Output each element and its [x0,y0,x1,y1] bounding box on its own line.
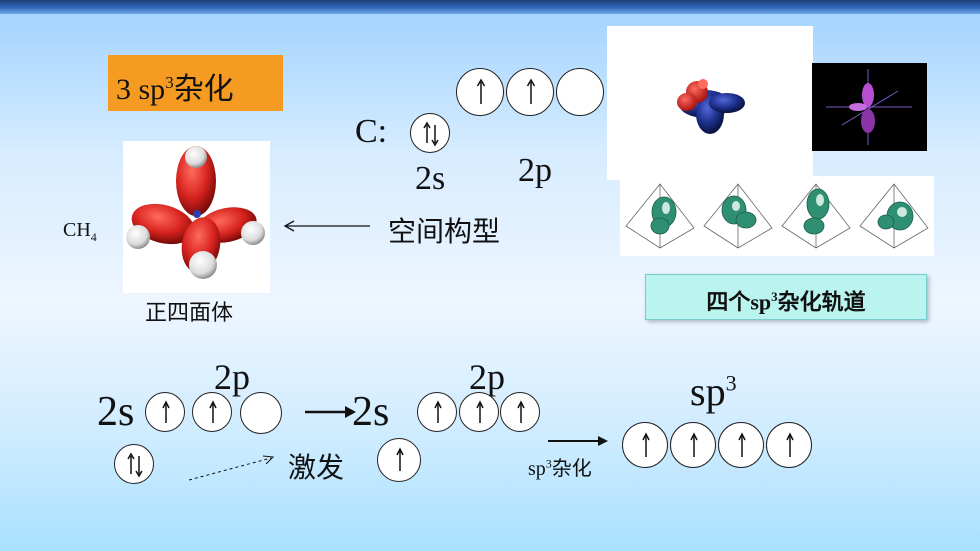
sp3-orbitals-caption: 四个sp3杂化轨道 [645,274,927,320]
hybrid-sup: 3 [545,456,552,471]
right-arrow-icon [548,436,608,446]
methane-model-image [123,141,270,293]
dashed-arrow-icon [188,455,275,481]
up-arrow-icon [209,400,217,423]
hybrid-orbital-model-image [607,26,813,180]
spatial-config-label: 空间构型 [388,217,501,248]
top-banner [0,0,980,14]
methane-molecule-icon [126,146,265,279]
title-sup: 3 [165,73,174,92]
ground-2p-3-empty [240,392,282,434]
orbital-2p-2 [506,68,554,116]
bottom-2p-label-left: 2p [214,357,250,397]
hybridization-label: sp3杂化 [528,452,592,481]
up-arrow-icon [396,447,404,471]
ch4-sub: 4 [90,230,97,244]
sp3-model-icon [677,79,745,134]
sp3-orbital-1 [622,422,668,468]
up-arrow-icon [434,400,442,423]
ch4-base: CH [63,219,91,241]
hybrid-base: sp [528,458,546,480]
up-arrow-icon [642,432,650,457]
excited-2s-single [377,438,421,482]
ground-2s-paired [114,444,154,484]
sp3-orbital-3 [718,422,764,468]
sp3-orbital-4 [766,422,812,468]
up-arrow-icon [690,432,698,457]
ch4-label: CH4 [63,219,97,245]
caption-sup: 3 [771,289,778,304]
up-arrow-icon [476,400,484,423]
section-title: 3 sp3杂化 [108,55,283,111]
up-arrow-icon [786,432,794,457]
top-2s-label: 2s [415,160,446,197]
bottom-2s-label-left: 2s [97,389,135,435]
sp3-sup: 3 [725,370,737,396]
bottom-2s-label-mid: 2s [352,389,390,435]
ch4-caption: 正四面体 [145,300,234,325]
sp3-orbital-2 [670,422,716,468]
carbon-label: C: [355,113,388,150]
orbital-2p-1 [456,68,504,116]
right-arrow-icon [305,406,356,418]
orbital-2p-3-empty [556,68,604,116]
excite-label: 激发 [288,453,345,484]
sp3-label: sp3 [690,368,737,415]
up-down-arrows-icon [423,121,439,147]
orbital-axes-image [812,63,927,151]
sp3-base: sp [690,369,726,414]
up-arrow-icon [476,78,486,104]
orbital-2s-paired [410,113,450,153]
title-suffix: 杂化 [173,73,234,106]
hybrid-suffix: 杂化 [551,458,592,480]
up-arrow-icon [162,400,170,423]
title-prefix: 3 sp [116,73,166,106]
left-arrow-icon [283,220,370,232]
bottom-2p-label-mid: 2p [469,357,505,397]
caption-prefix: 四个sp [706,289,772,315]
up-arrow-icon [738,432,746,457]
up-down-arrows-icon [127,452,143,478]
excited-2p-1 [417,392,457,432]
tetrahedron-orbitals-icon [625,183,929,249]
ground-2p-1 [145,392,185,432]
top-2p-label: 2p [518,152,552,189]
ground-2p-2 [192,392,232,432]
caption-suffix: 杂化轨道 [777,289,866,315]
up-arrow-icon [526,78,536,104]
up-arrow-icon [517,400,525,423]
p-orbital-icon [826,69,912,145]
excited-2p-2 [459,392,499,432]
excited-2p-3 [500,392,540,432]
tetrahedral-orbitals-image [620,176,934,256]
